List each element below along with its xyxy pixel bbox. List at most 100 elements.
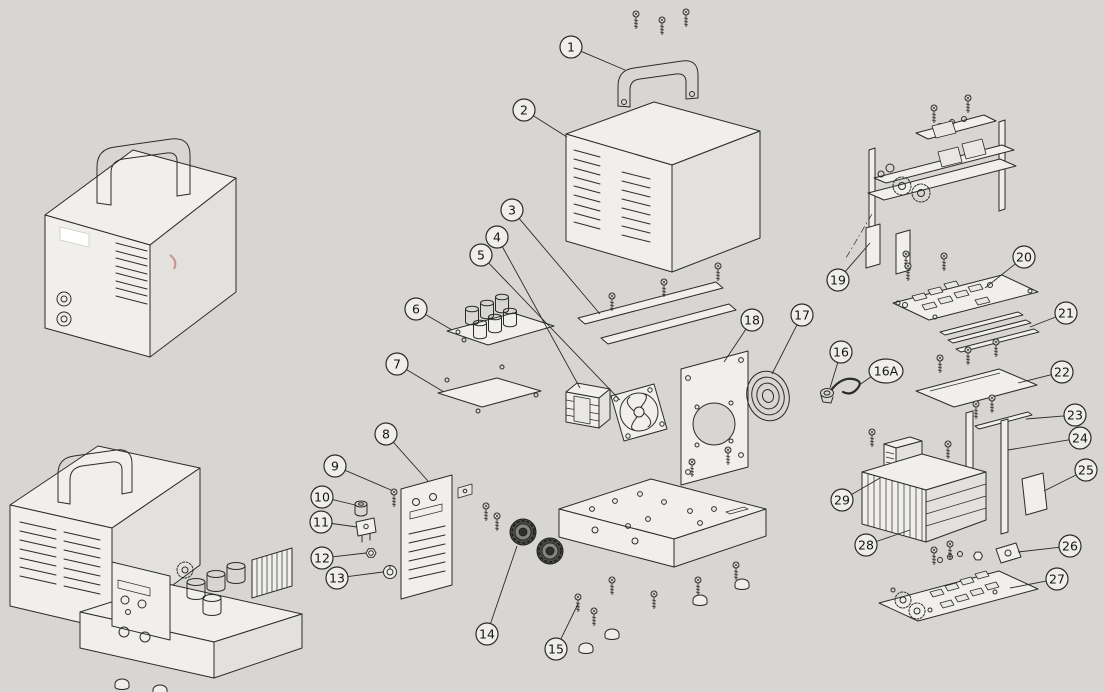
opened-machine-view: [9, 445, 303, 692]
part-output-sockets: [509, 518, 564, 565]
callout-20: 20: [984, 245, 1036, 289]
part-front-panel: [400, 474, 501, 600]
callout-12: 12: [310, 546, 367, 570]
part-switch-11: [355, 517, 377, 543]
callout-6: 6: [404, 297, 453, 331]
callout-number: 16A: [874, 364, 899, 379]
callout-balloon: [1068, 426, 1092, 450]
callout-number: 8: [382, 427, 390, 442]
callout-14: 14: [475, 545, 518, 646]
callout-number: 23: [1067, 408, 1083, 423]
callout-16A: 16A: [857, 358, 904, 387]
callout-9: 9: [323, 454, 392, 491]
callout-balloon: [829, 340, 853, 364]
callout-layer: 1234567891011121314151616A17181920212223…: [309, 35, 1098, 661]
callout-balloon: [469, 243, 493, 267]
callout-3: 3: [500, 198, 601, 315]
callout-leader-line: [406, 369, 445, 393]
callout-balloon: [485, 225, 509, 249]
part-insulation-plate: [915, 338, 1038, 408]
callout-leader-line: [580, 50, 626, 71]
callout-19: 19: [826, 242, 871, 292]
callout-25: 25: [1043, 458, 1098, 492]
callout-balloon: [309, 510, 333, 534]
callout-22: 22: [1017, 360, 1074, 384]
callout-10: 10: [310, 485, 356, 509]
part-capacitor-board: [446, 293, 555, 346]
callout-number: 15: [548, 642, 564, 657]
callout-number: 17: [794, 308, 810, 323]
callout-balloon: [826, 268, 850, 292]
callout-leader-line: [1007, 439, 1070, 451]
part-screws-15: [574, 593, 598, 627]
callout-number: 6: [412, 302, 420, 317]
callout-27: 27: [1009, 567, 1069, 591]
callout-number: 22: [1054, 365, 1070, 380]
callout-leader-line: [851, 477, 881, 495]
callout-17: 17: [771, 303, 814, 375]
callout-number: 18: [744, 313, 760, 328]
part-knob-13: [383, 565, 397, 579]
assembled-machine-view: [44, 138, 237, 358]
callout-number: 19: [830, 273, 846, 288]
callout-1: 1: [559, 35, 626, 71]
callout-11: 11: [309, 510, 358, 534]
part-grommet-10: [354, 500, 368, 517]
callout-leader-line: [490, 545, 518, 624]
part-power-pcb: [878, 540, 1039, 622]
callout-13: 13: [325, 566, 384, 590]
callout-4: 4: [485, 225, 581, 389]
callout-7: 7: [385, 352, 445, 393]
callout-leader-line: [392, 441, 429, 482]
part-screw-9: [390, 488, 398, 508]
callout-number: 24: [1072, 431, 1088, 446]
callout-number: 14: [479, 627, 495, 642]
part-base-plate: [437, 364, 542, 414]
callout-number: 21: [1058, 306, 1074, 321]
callout-28: 28: [854, 529, 911, 557]
fastener-screws-chassis: [578, 561, 750, 654]
callout-leader-line: [347, 571, 384, 578]
callout-leader-line: [344, 469, 392, 491]
callout-balloon: [1063, 403, 1087, 427]
callout-balloon: [385, 352, 409, 376]
callout-number: 1: [567, 40, 575, 55]
callout-15: 15: [544, 603, 579, 661]
callout-balloon: [1054, 301, 1078, 325]
nameplate-label: [59, 226, 90, 248]
callout-24: 24: [1007, 426, 1092, 451]
callout-leader-line: [829, 362, 839, 389]
callout-balloon: [325, 566, 349, 590]
part-base-chassis: [558, 446, 767, 568]
callout-balloon: [512, 98, 536, 122]
callout-balloon: [854, 533, 878, 557]
part-transformer: [565, 382, 611, 429]
callout-number: 2: [520, 103, 528, 118]
callout-number: 25: [1078, 463, 1094, 478]
part-top-cover: [565, 101, 761, 273]
part-washer-26: [937, 542, 1022, 564]
callout-balloon: [1012, 245, 1036, 269]
callout-leader-line: [332, 552, 367, 558]
callout-leader-line: [488, 262, 621, 401]
callout-leader-line: [876, 529, 911, 542]
callout-balloon: [740, 308, 764, 332]
callout-26: 26: [1017, 534, 1082, 558]
callout-number: 9: [331, 459, 339, 474]
callout-number: 13: [329, 571, 345, 586]
part-mounting-rails: [577, 262, 737, 345]
fastener-screws-top: [632, 8, 690, 36]
callout-5: 5: [469, 243, 621, 401]
callout-21: 21: [1029, 301, 1078, 328]
callout-leader-line: [771, 324, 798, 375]
callout-number: 29: [834, 493, 850, 508]
callout-number: 26: [1062, 539, 1078, 554]
callout-leader-line: [1017, 546, 1060, 553]
callout-leader-line: [533, 115, 568, 138]
callout-2: 2: [512, 98, 568, 138]
callout-number: 16: [833, 345, 849, 360]
part-cable-gland: [820, 377, 861, 404]
callout-number: 4: [493, 230, 501, 245]
callout-leader-line: [518, 218, 601, 315]
